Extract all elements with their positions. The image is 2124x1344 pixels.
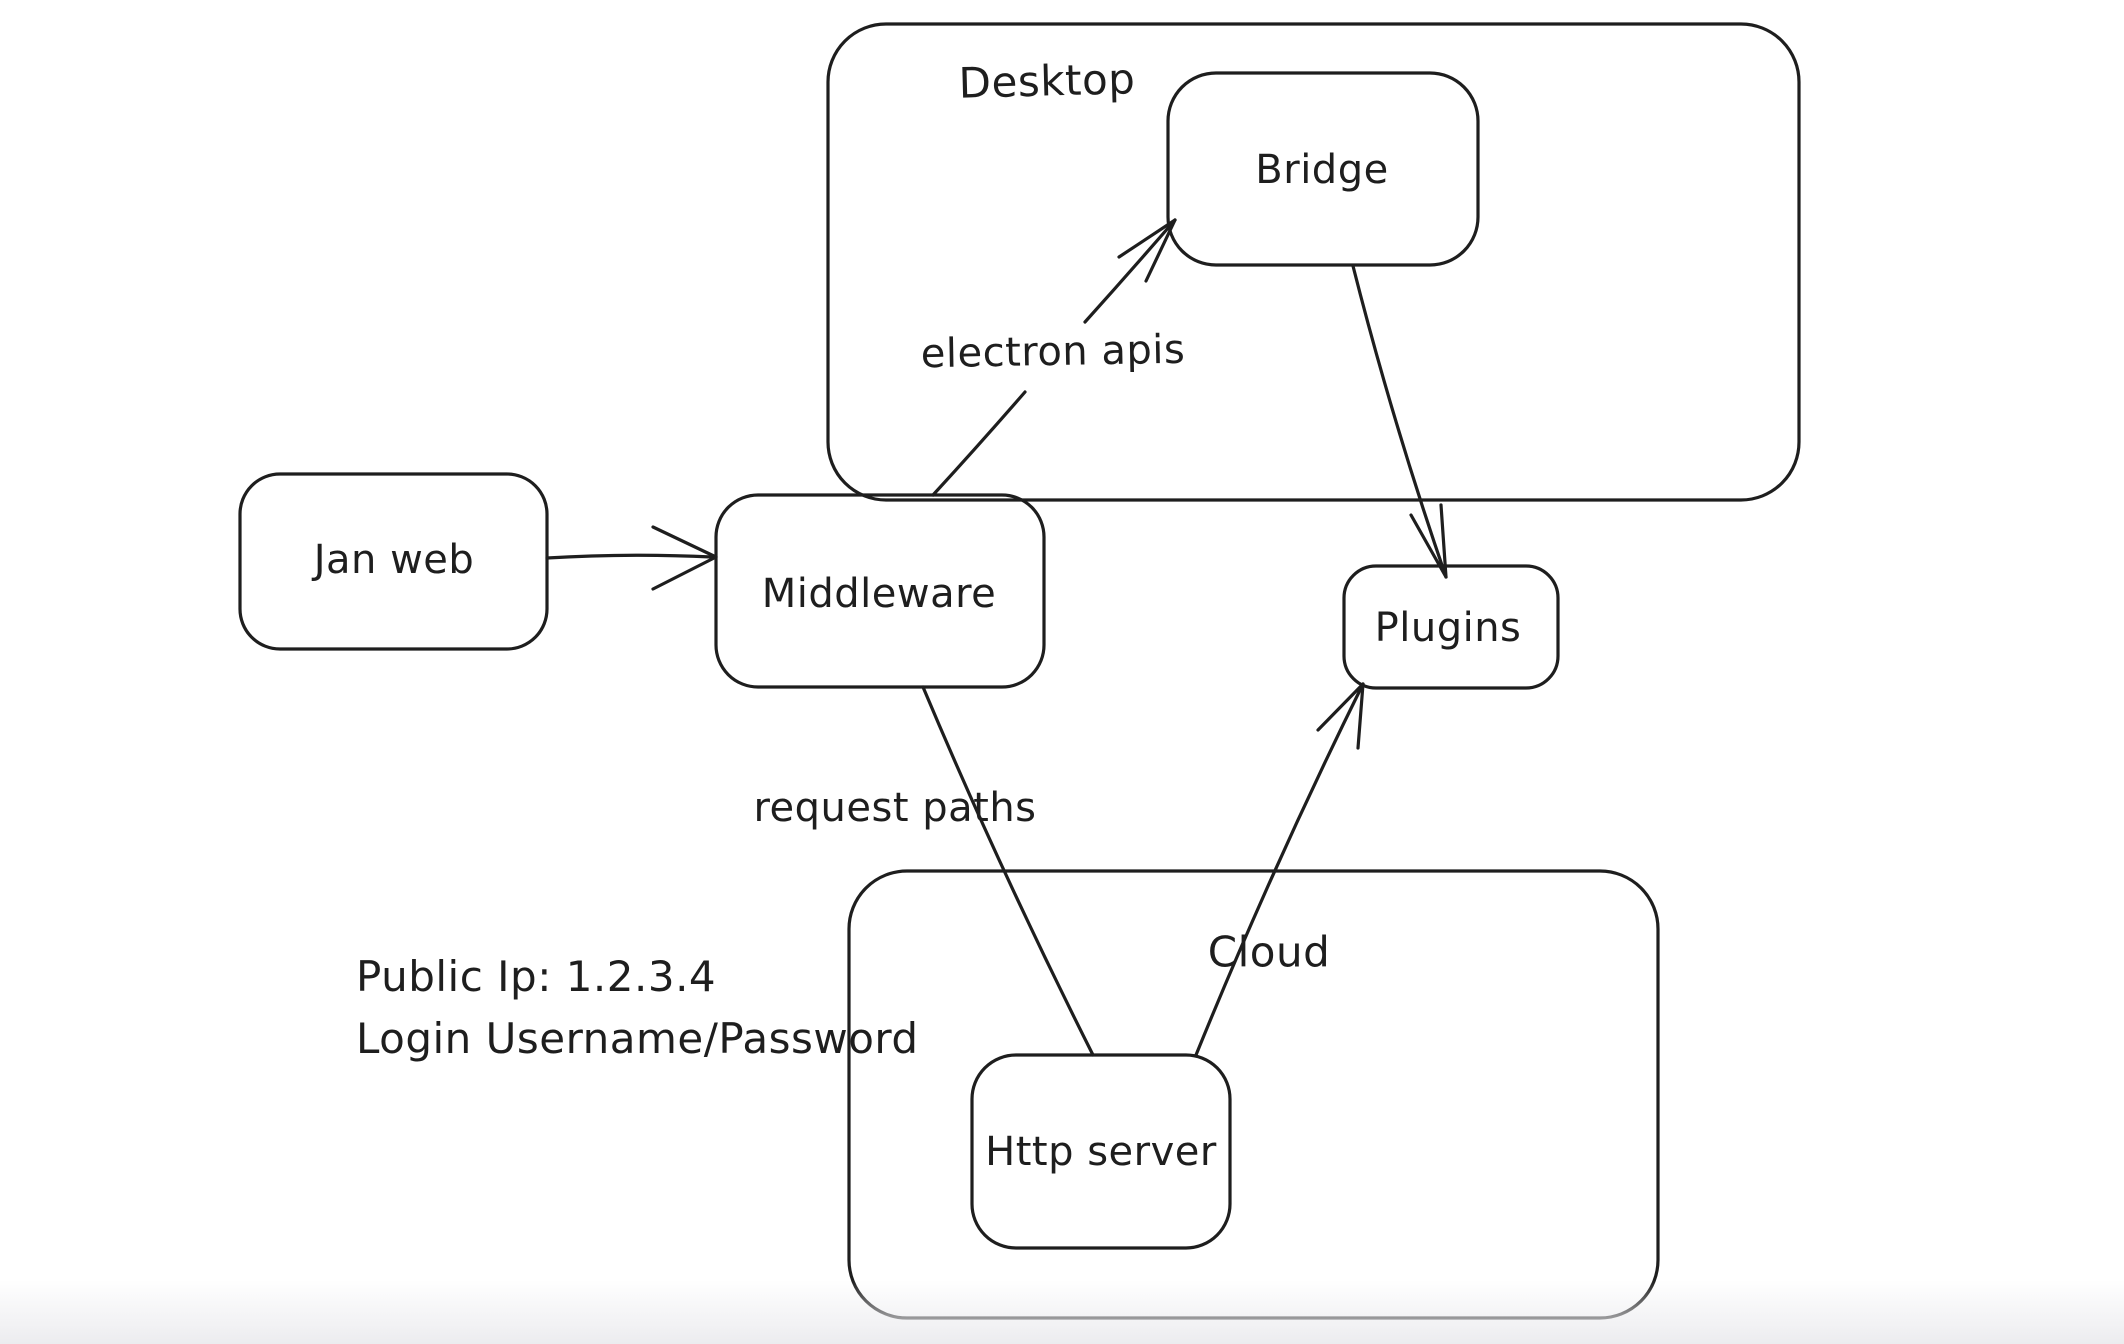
arrowhead-middleware-to-bridge <box>1117 218 1177 283</box>
http-server-node-label: Http server <box>985 1129 1217 1175</box>
cloud-container-label: Cloud <box>1207 927 1331 977</box>
http-server-node <box>970 1053 1232 1250</box>
arrowhead-bridge-to-plugins <box>1409 503 1448 579</box>
plugins-node-label: Plugins <box>1374 605 1522 651</box>
arrow-janweb-to-middleware <box>545 553 714 560</box>
edge-label-request-paths: request paths <box>753 785 1037 831</box>
bridge-node <box>1166 71 1480 267</box>
middleware-node-label: Middleware <box>761 571 997 617</box>
annotation-line-login: Login Username/Password <box>356 1014 919 1063</box>
desktop-container-label: Desktop <box>958 54 1136 108</box>
line-middleware-to-httpserver <box>921 685 1095 1057</box>
arrow-middleware-to-bridge-upper <box>1083 218 1177 324</box>
desktop-container <box>826 22 1801 502</box>
bridge-node-label: Bridge <box>1255 147 1389 193</box>
annotation-line-public-ip: Public Ip: 1.2.3.4 <box>356 952 717 1001</box>
jan-web-node-label: Jan web <box>313 537 475 583</box>
arrowhead-httpserver-to-plugins <box>1316 682 1365 750</box>
arrow-middleware-to-bridge-lower <box>931 390 1027 497</box>
arrow-bridge-to-plugins <box>1351 264 1448 579</box>
edge-label-electron-apis: electron apis <box>920 326 1186 378</box>
annotation-text: Public Ip: 1.2.3.4 Login Username/Passwo… <box>356 946 919 1070</box>
jan-web-node <box>238 472 549 651</box>
arrow-httpserver-to-plugins <box>1194 682 1365 1057</box>
arrowhead-janweb-to-middleware <box>651 525 718 591</box>
plugins-node <box>1342 564 1560 690</box>
middleware-node <box>714 493 1046 689</box>
